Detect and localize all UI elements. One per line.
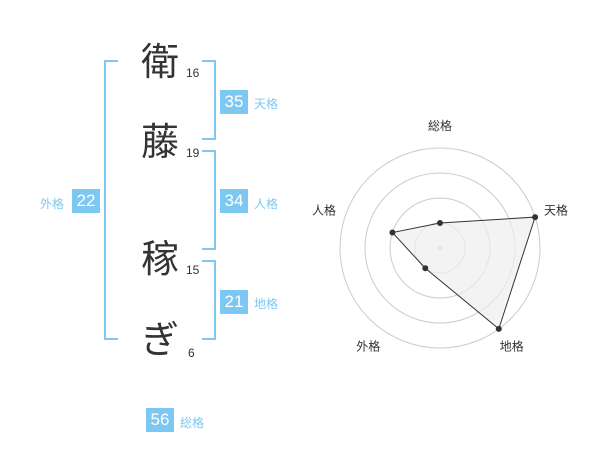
chikaku-bracket: [202, 260, 216, 340]
chikaku-score: 21: [220, 290, 248, 314]
name-char-4: ぎ: [140, 318, 179, 362]
radar-area: [391, 216, 536, 330]
jinkaku-bracket: [202, 150, 216, 250]
radar-axis-label-1: 天格: [544, 202, 568, 217]
radar-axis-label-3: 外格: [356, 339, 380, 354]
gaikaku-label: 外格: [40, 197, 65, 211]
radar-point-1: [532, 214, 539, 221]
name-char-2: 藤: [140, 120, 179, 164]
radar-point-4: [389, 229, 396, 236]
radar-axis-label-4: 人格: [312, 202, 336, 217]
stroke-count-1: 16: [186, 66, 200, 80]
gaikaku-bracket: [104, 60, 118, 340]
radar-point-2: [495, 325, 502, 332]
radar-ring-4: [339, 147, 541, 349]
radar-axis-label-2: 地格: [500, 339, 524, 354]
jinkaku-label: 人格: [254, 197, 279, 211]
tenkaku-bracket: [202, 60, 216, 140]
name-char-3: 稼: [140, 237, 179, 281]
radar-axis-label-0: 総格: [428, 118, 452, 133]
radar-points: [389, 214, 539, 332]
soukaku-score: 56: [146, 408, 174, 432]
name-char-1: 衛: [140, 40, 179, 84]
radar-point-0: [437, 220, 443, 226]
stroke-count-4: 6: [188, 346, 195, 360]
chikaku-label: 地格: [254, 297, 279, 311]
stroke-count-3: 15: [186, 263, 200, 277]
gaikaku-score: 22: [72, 189, 100, 213]
tenkaku-label: 天格: [254, 97, 279, 111]
radar-point-3: [422, 265, 429, 272]
stroke-count-2: 19: [186, 146, 200, 160]
tenkaku-score: 35: [220, 90, 248, 114]
soukaku-label: 総格: [180, 416, 205, 430]
jinkaku-score: 34: [220, 189, 248, 213]
